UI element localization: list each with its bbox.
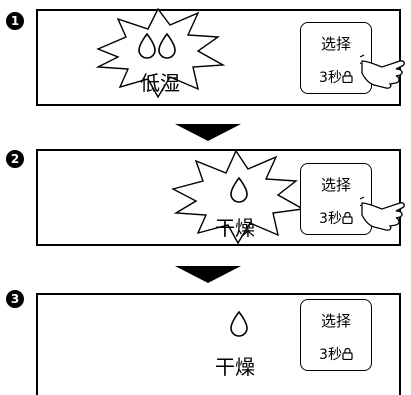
step-2-panel: 干燥 选择 3秒 — [36, 149, 405, 246]
step-1-drops-icon — [138, 32, 176, 59]
step-1-hold-row: 3秒 — [301, 67, 371, 87]
step-1-select-button[interactable]: 选择 3秒 — [300, 22, 372, 94]
step-1-badge: 1 — [6, 12, 24, 30]
down-arrow-icon — [175, 124, 241, 141]
step-2-select-label: 选择 — [320, 176, 351, 194]
lock-icon — [342, 70, 353, 84]
step-2-hand-icon — [360, 196, 405, 231]
step-3-hold-text: 3秒 — [319, 347, 342, 363]
step-3-badge: 3 — [6, 290, 24, 308]
step-1-select-label: 选择 — [320, 35, 351, 53]
down-arrow-icon — [175, 266, 241, 283]
step-3-select-button[interactable]: 选择 3秒 — [300, 299, 372, 371]
step-3-drop-icon — [230, 310, 248, 337]
step-3-mode-label: 干燥 — [215, 355, 255, 379]
step-1-burst-icon — [95, 7, 226, 99]
step-2-select-button[interactable]: 选择 3秒 — [300, 163, 372, 235]
lock-icon — [342, 211, 353, 225]
step-1-mode-label: 低湿 — [140, 71, 180, 95]
step-2-mode-label: 干燥 — [215, 216, 255, 240]
step-1-panel: 低湿 选择 3秒 — [36, 7, 405, 106]
step-1-hold-text: 3秒 — [319, 70, 342, 86]
step-2-badge: 2 — [6, 150, 24, 168]
step-3-hold-row: 3秒 — [301, 344, 371, 364]
step-2-hold-row: 3秒 — [301, 208, 371, 228]
step-3-panel: 干燥 选择 3秒 — [36, 293, 401, 395]
step-2-hold-text: 3秒 — [319, 211, 342, 227]
step-2-drop-icon — [230, 176, 248, 203]
lock-icon — [342, 347, 353, 361]
step-3-select-label: 选择 — [320, 312, 351, 330]
step-1-hand-icon — [360, 54, 405, 89]
